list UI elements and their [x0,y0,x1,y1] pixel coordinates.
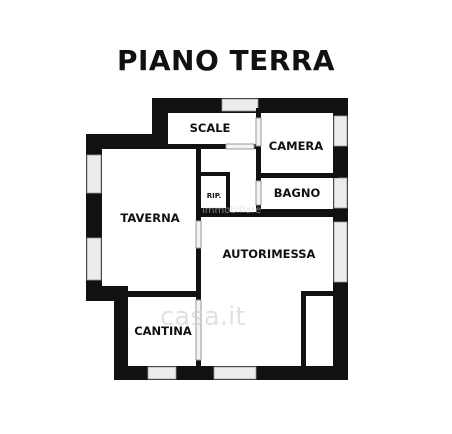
wall-cupboard-left [301,291,306,371]
floor-plan-title: PIANO TERRA [116,44,336,77]
wall-taverna-bottom [122,291,201,297]
room-label-camera: CAMERA [268,139,324,153]
room-label-bagno: BAGNO [273,186,321,200]
door-scale [225,143,255,150]
wall-cupboard-top [301,291,338,296]
watermark-immobiliare: immobiliare [202,205,262,216]
wall-rip-top [201,172,229,176]
window-scale-top [221,98,259,112]
door-taverna [195,220,202,249]
room-label-rip: RIP. [206,192,222,200]
window-taverna-left-2 [86,237,102,281]
window-autorimessa-right [333,221,348,283]
wall-scale-bottom [165,144,259,149]
wall-rip-right [226,172,230,212]
room-label-taverna: TAVERNA [120,211,180,225]
watermark-casa: casa.it [160,302,246,332]
wall-cantina-left [114,286,128,380]
wall-bagno-bottom [256,209,338,214]
windows [86,98,348,380]
interior-walls [122,108,338,371]
window-cantina-bottom [147,366,177,380]
wall-autorimessa-top [201,212,338,217]
wall-top-left-step [86,134,168,149]
wall-camera-bottom [256,173,338,178]
doors [195,117,262,361]
wall-taverna-right-lower [196,248,201,291]
window-camera-right [333,115,348,147]
wall-scale-right [256,108,261,214]
door-cantina [195,299,202,361]
window-autorimessa-bottom [213,366,257,380]
door-bagno [255,180,262,206]
wall-taverna-right [196,149,201,221]
wall-stair-left [152,98,168,149]
room-label-autorimessa: AUTORIMESSA [222,247,316,261]
room-label-cantina: CANTINA [134,324,192,338]
window-taverna-left-1 [86,154,102,194]
room-label-scale: SCALE [189,121,231,135]
wall-rip-bottom [201,208,230,212]
window-bagno-right [333,177,348,209]
door-camera [255,117,262,147]
